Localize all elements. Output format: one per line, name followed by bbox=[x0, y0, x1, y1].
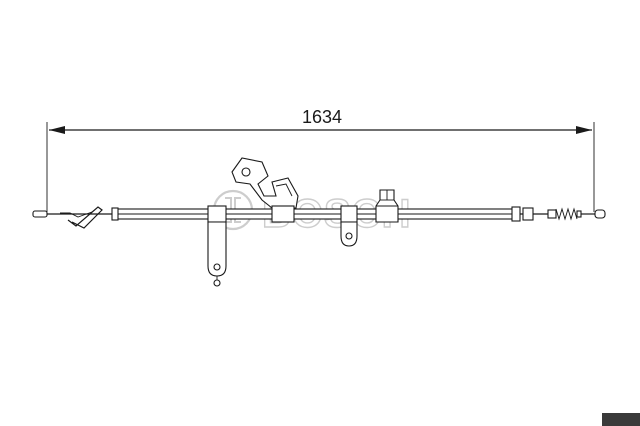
left-end-fitting bbox=[32, 210, 48, 218]
dimension-arrow-left-icon bbox=[49, 126, 65, 134]
sheath-ferrule-left bbox=[111, 207, 119, 221]
dimension-value: 1634 bbox=[302, 107, 342, 127]
bracket-2 bbox=[231, 157, 299, 223]
dimension: 1634 bbox=[46, 107, 595, 212]
cable bbox=[32, 157, 606, 287]
right-end-fitting bbox=[522, 207, 606, 221]
left-clip bbox=[67, 206, 103, 229]
sheath-ferrule-right bbox=[511, 206, 521, 222]
spring bbox=[555, 207, 578, 221]
left-clip-detail bbox=[60, 211, 93, 218]
bracket-1 bbox=[207, 205, 227, 287]
dimension-arrow-right-icon bbox=[576, 126, 592, 134]
corner-tab bbox=[602, 413, 640, 426]
grommet bbox=[375, 189, 399, 223]
bracket-3 bbox=[340, 205, 358, 247]
